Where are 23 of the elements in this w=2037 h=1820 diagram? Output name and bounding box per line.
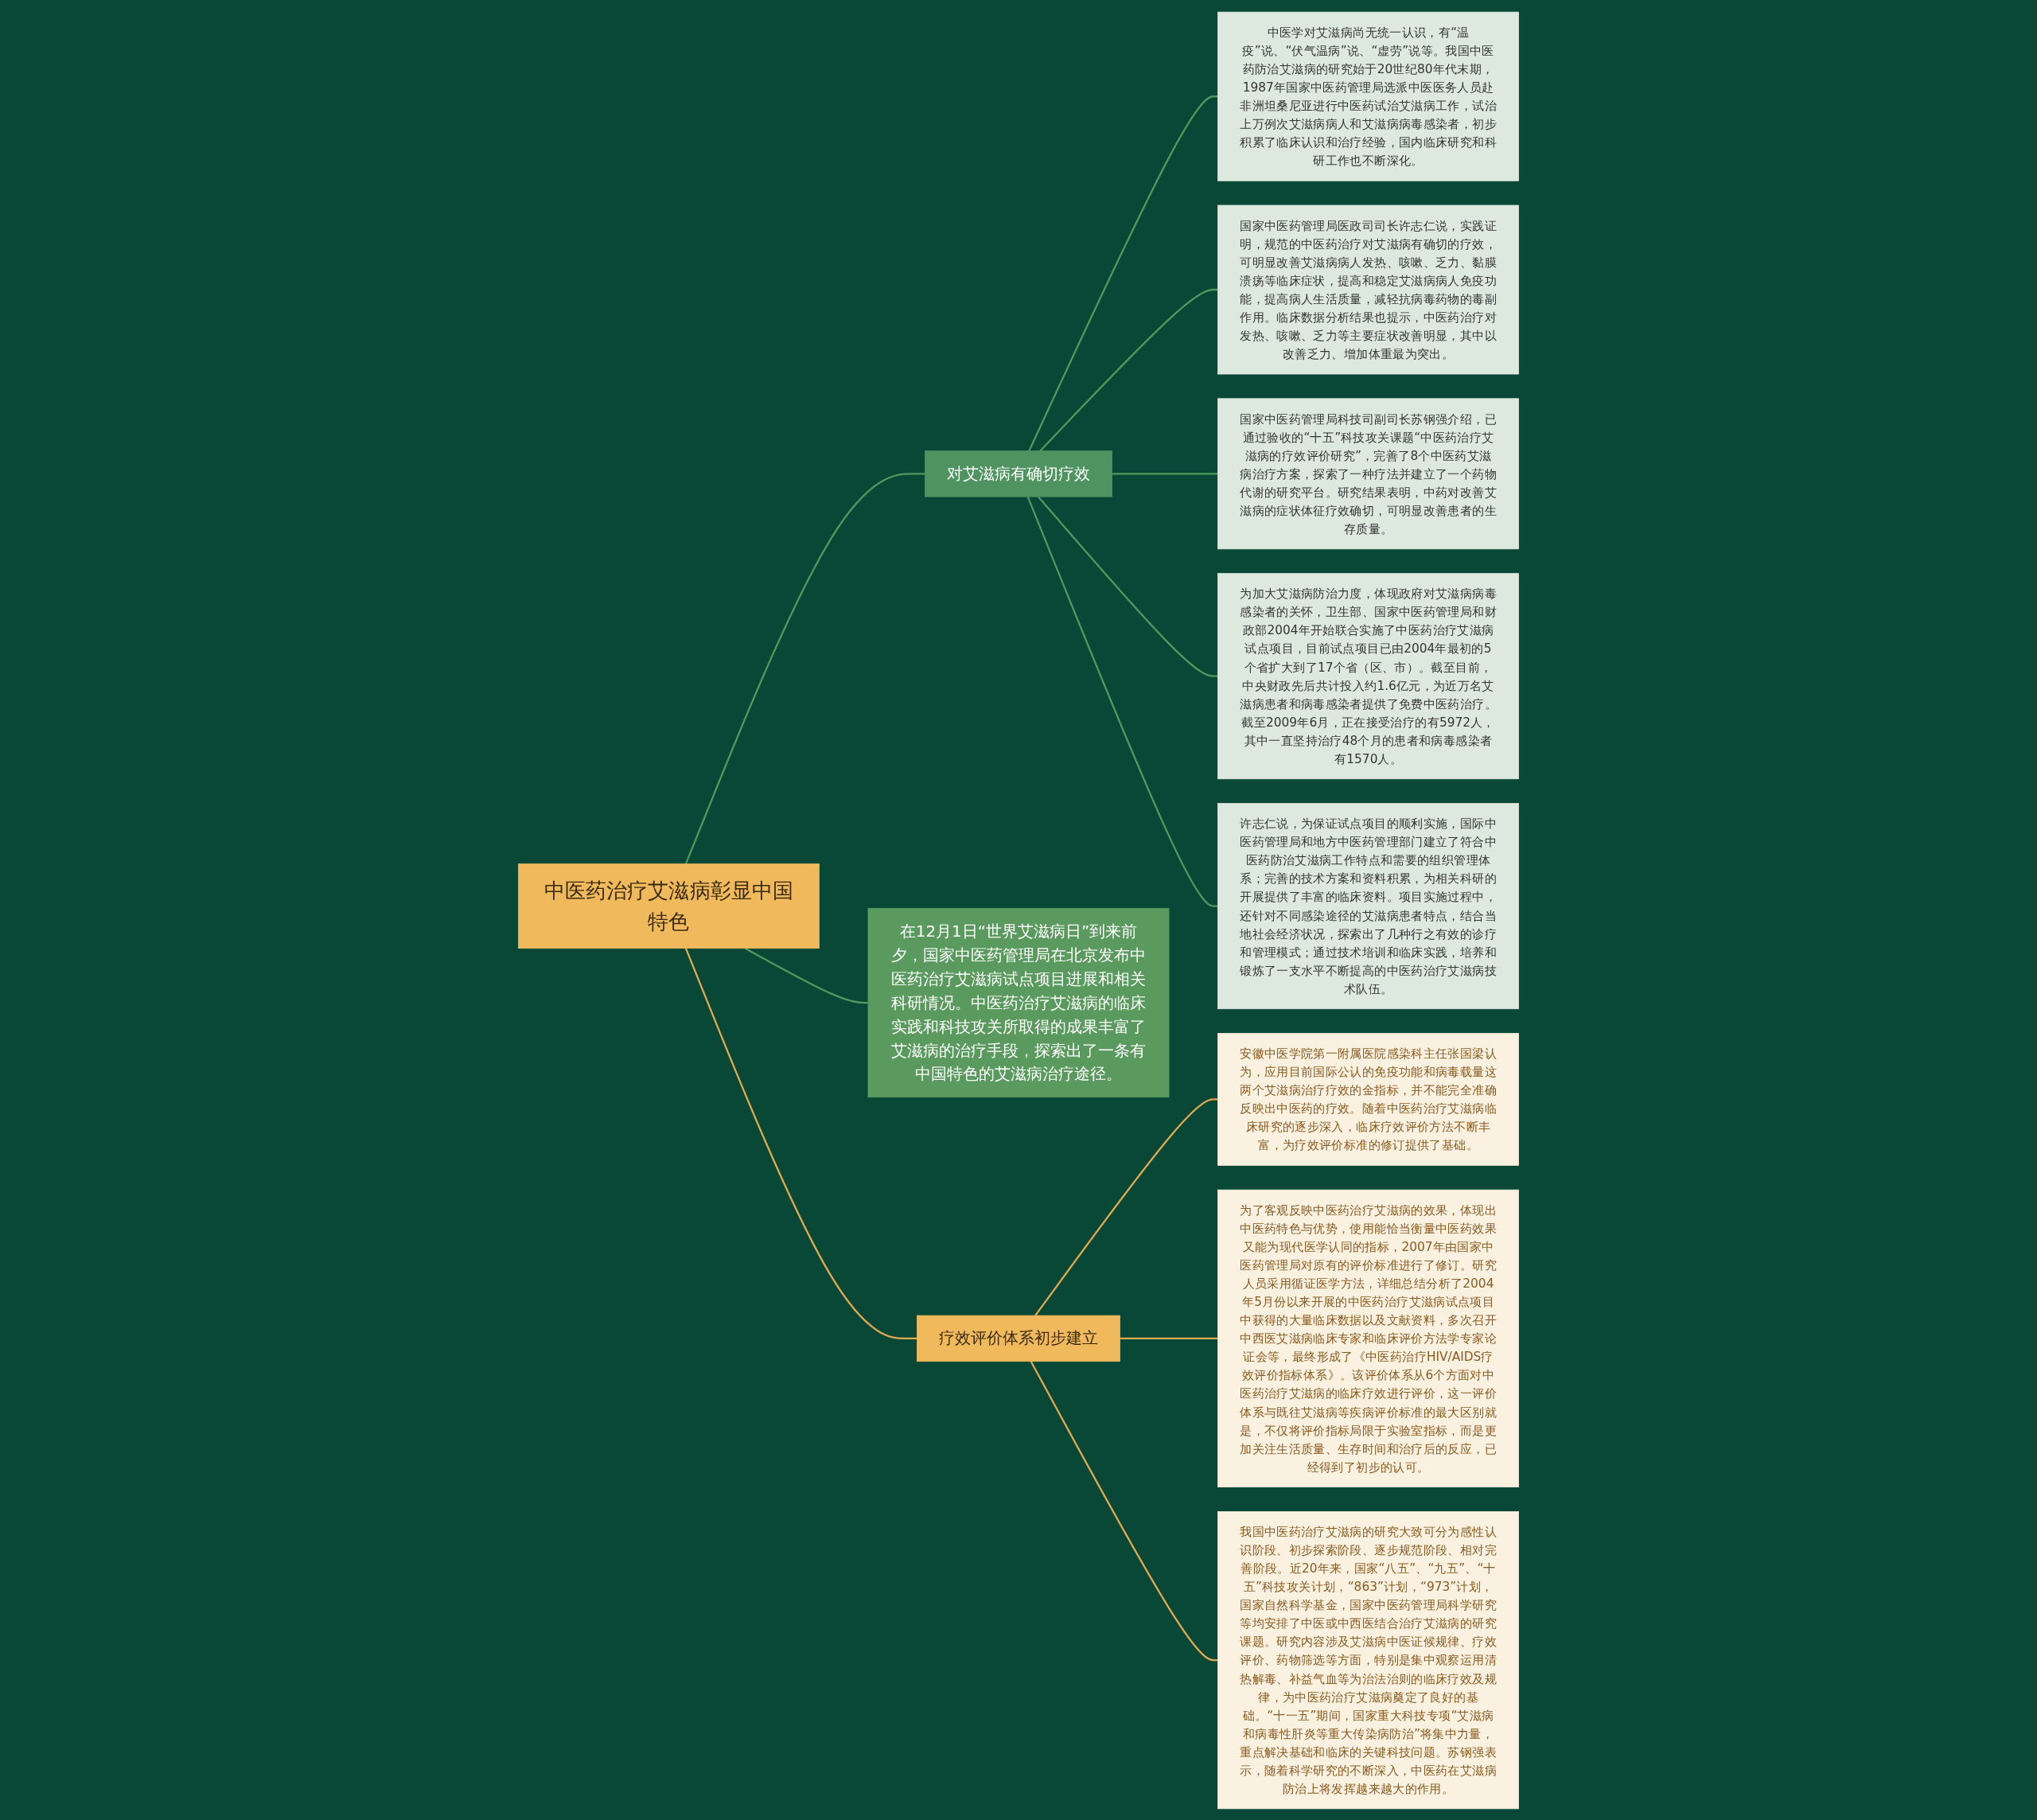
node-box: 许志仁说，为保证试点项目的顺利实施，国际中医药管理局和地方中医药管理部门建立了符合中医药防治艾滋病工作特点和需要的组织管理体系；完善的技术方案和资料积累，为相关科研的开展提供了丰富的临床资料。项目实施过程中，还针对不同感染途径的艾滋病患者特点，结合当地社会经济状况，探索出了几种行之有效的诊疗和管理模式；通过技术培训和临床实践，培养和锻炼了一支水平不断提高的中医药治疗艾滋病技术队伍。	[1217, 802, 1519, 1009]
connector	[1038, 495, 1218, 677]
node-box: 在12月1日“世界艾滋病日”到来前夕，国家中医药管理局在北京发布中医药治疗艾滋病试点项目进展和相关科研情况。中医药治疗艾滋病的临床实践和科技攻关所取得的成果丰富了艾滋病的治疗手段，探索出了一条有中国特色的艾滋病治疗途径。	[867, 907, 1170, 1097]
node-box: 我国中医药治疗艾滋病的研究大致可分为感性认识阶段、初步探索阶段、逐步规范阶段、相对完善阶段。近20年来，国家“八五”、“九五”、“十五”科技攻关计划，“863”计划，“973”计划，国家自然科学基金，国家中医药管理局科学研究等均安排了中医或中西医结合治疗艾滋病的研究课题。研究内容涉及艾滋病中医证候规律、疗效评价、药物筛选等方面，特别是集中观察运用清热解毒、补益气血等为治法治则的临床疗效及规律，为中医药治疗艾滋病奠定了良好的基础。“十一五”期间，国家重大科技专项“艾滋病和病毒性肝炎等重大传染病防治”将集中力量，重点解决基础和临床的关键科技问题。苏钢强表示，随着科学研究的不断深入，中医药在艾滋病防治上将发挥越来越大的作用。	[1217, 1510, 1519, 1809]
node-box: 安徽中医学院第一附属医院感染科主任张国梁认为，应用目前国际公认的免疫功能和病毒载量这两个艾滋病治疗疗效的金指标，并不能完全准确反映出中医药的疗效。随着中医药治疗艾滋病临床研究的逐步深入，临床疗效评价方法不断丰富，为疗效评价标准的修订提供了基础。	[1217, 1032, 1519, 1166]
node-box: 为了客观反映中医药治疗艾滋病的效果，体现出中医药特色与优势，使用能恰当衡量中医药效果又能为现代医学认同的指标，2007年由国家中医药管理局对原有的评价标准进行了修订。研究人员采用循证医学方法，详细总结分析了2004年5月份以来开展的中医药治疗艾滋病试点项目中获得的大量临床数据以及文献资料，多次召开中西医艾滋病临床专家和临床评价方法学专家论证会等，最终形成了《中医药治疗HIV/AIDS疗效评价指标体系》。该评价体系从6个方面对中医药治疗艾滋病的临床疗效进行评价，这一评价体系与既往艾滋病等疾病评价标准的最大区别就是，不仅将评价指标局限于实验室指标，而是更加关注生活质量、生存时间和治疗后的反应，已经得到了初步的认可。	[1217, 1189, 1519, 1487]
node-box: 对艾滋病有确切疗效	[925, 450, 1112, 497]
node-box: 疗效评价体系初步建立	[917, 1315, 1120, 1362]
connector	[1026, 496, 1218, 907]
connector	[1034, 1097, 1218, 1316]
node-box: 中医药治疗艾滋病彰显中国特色	[518, 863, 820, 949]
connector	[1030, 1360, 1218, 1661]
connector	[684, 947, 917, 1339]
node-box: 国家中医药管理局医政司司长许志仁说，实践证明，规范的中医药治疗对艾滋病有确切的疗效，可明显改善艾滋病病人发热、咳嗽、乏力、黏膜溃疡等临床症状，提高和稳定艾滋病病人免疫功能，提高病人生活质量，减轻抗病毒药物的毒副作用。临床数据分析结果也提示，中医药治疗对发热、咳嗽、乏力等主要症状改善明显，其中以改善乏力、增加体重最为突出。	[1217, 205, 1519, 374]
connector	[1120, 1337, 1218, 1339]
node-box: 中医学对艾滋病尚无统一认识，有“温疫”说、“伏气温病”说、“虚劳”说等。我国中医药防治艾滋病的研究始于20世纪80年代末期，1987年国家中医药管理局选派中医医务人员赴非洲坦桑尼亚进行中医药试治艾滋病工作，试治上万例次艾滋病病人和艾滋病病毒感染者，初步积累了临床认识和治疗经验，国内临床研究和科研工作也不断深化。	[1217, 11, 1519, 181]
connector	[744, 947, 868, 1004]
connector	[1028, 95, 1218, 451]
connector	[1112, 472, 1218, 474]
connector	[1039, 288, 1218, 451]
node-box: 为加大艾滋病防治力度，体现政府对艾滋病病毒感染者的关怀，卫生部、国家中医药管理局和财政部2004年开始联合实施了中医药治疗艾滋病试点项目，目前试点项目已由2004年最初的5个省扩大到了17个省（区、市）。截至目前，中央财政先后共计投入约1.6亿元，为近万名艾滋病患者和病毒感染者提供了免费中医药治疗。截至2009年6月，正在接受治疗的有5972人，其中一直坚持治疗48个月的患者和病毒感染者有1570人。	[1217, 572, 1519, 779]
connector	[684, 472, 925, 864]
node-box: 国家中医药管理局科技司副司长苏钢强介绍，已通过验收的“十五”科技攻关课题“中医药治疗艾滋病的疗效评价研究”，完善了8个中医药艾滋病治疗方案，探索了一种疗法并建立了一个药物代谢的研究平台。研究结果表明，中药对改善艾滋病的症状体征疗效确切，可明显改善患者的生存质量。	[1217, 397, 1519, 549]
